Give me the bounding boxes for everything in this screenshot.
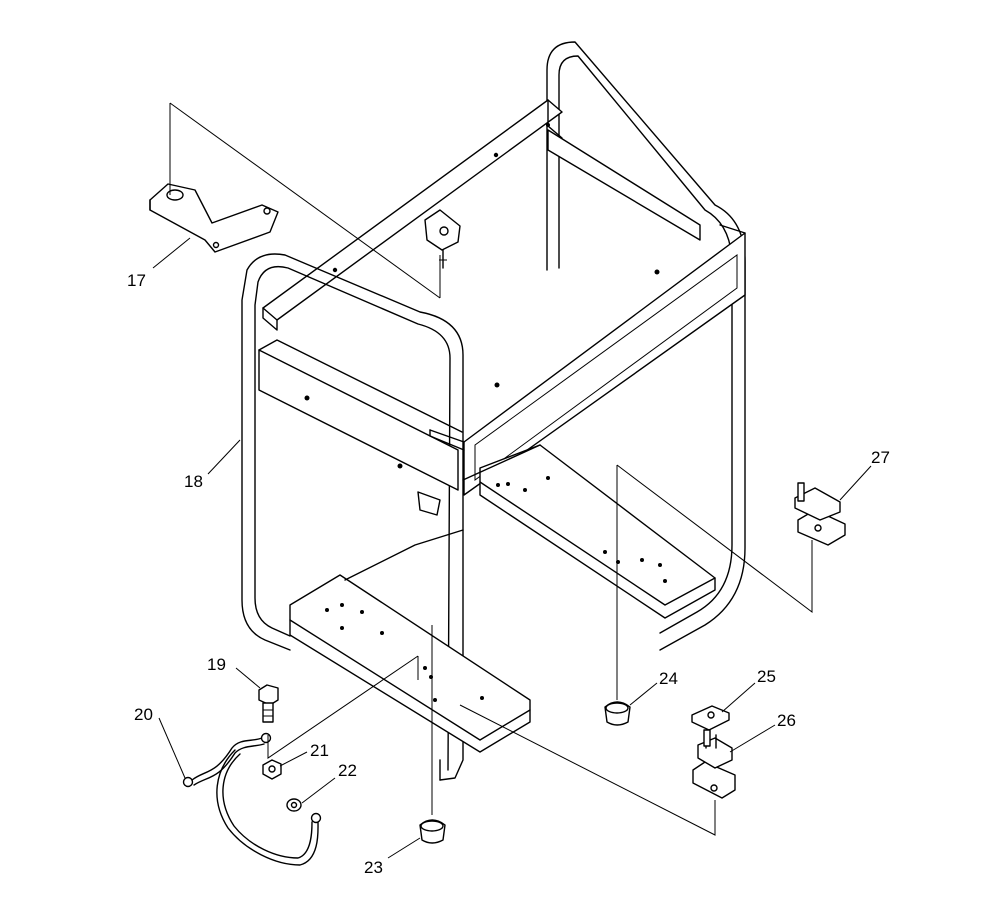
nut-part-21: [262, 759, 282, 780]
washer-part-22: [286, 798, 302, 812]
label-24: 24: [659, 669, 678, 688]
label-22: 22: [338, 761, 357, 780]
mount-part-27: [794, 482, 846, 546]
top-rear-rail: [262, 99, 563, 321]
square-nut-part-25: [691, 705, 730, 731]
frame-assembly: [241, 41, 746, 781]
label-21: 21: [310, 741, 329, 760]
front-tube-outer: [241, 253, 464, 781]
foot-part-24: [604, 701, 631, 726]
label-19: 19: [207, 655, 226, 674]
label-23: 23: [364, 858, 383, 877]
label-27: 27: [871, 448, 890, 467]
top-right-rail: [547, 129, 701, 241]
label-26: 26: [777, 711, 796, 730]
leader-lines: [152, 237, 872, 859]
label-20: 20: [134, 705, 153, 724]
foot-part-23: [419, 819, 446, 844]
ground-cable-part-20: [182, 732, 322, 866]
assembly-guide-lines: [169, 102, 813, 836]
bracket-part-17: [149, 183, 279, 253]
rear-tube-inner: [558, 55, 733, 634]
front-cross-rail: [258, 349, 459, 491]
base-right-rail: [479, 444, 716, 619]
part-labels: 17 18 19 20 21 22 23 24 25 26 27: [127, 271, 890, 877]
label-17: 17: [127, 271, 146, 290]
front-tube-inner: [254, 265, 451, 771]
base-left-rail: [289, 574, 531, 753]
bolt-part-19: [258, 684, 279, 723]
right-cross-rail: [463, 232, 746, 496]
mount-part-26: [692, 729, 736, 799]
rear-tube-outer: [546, 41, 746, 651]
label-18: 18: [184, 472, 203, 491]
rear-rail-bracket: [424, 209, 461, 251]
label-25: 25: [757, 667, 776, 686]
